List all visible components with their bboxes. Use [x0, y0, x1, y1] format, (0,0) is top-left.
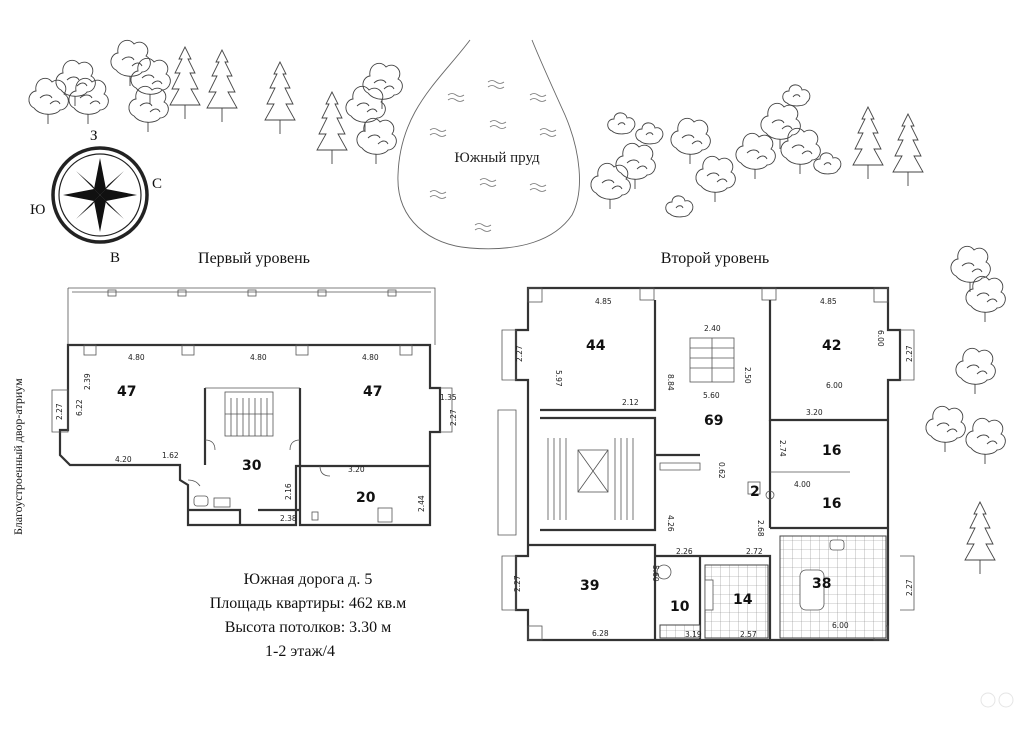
elevator-core [547, 438, 634, 520]
dimension-label: 2.57 [740, 630, 757, 639]
staircase [224, 391, 274, 437]
pond-label: Южный пруд [454, 150, 540, 166]
dimension-label: 2.26 [676, 547, 693, 556]
level2-plan: 44 42 69 16 16 2 39 10 14 38 4.85 4.85 2… [497, 286, 915, 642]
dimension-label: 3.19 [685, 630, 702, 639]
water-ripples [429, 80, 557, 232]
dimension-label: 4.26 [666, 515, 675, 532]
dimension-label: 4.20 [115, 455, 132, 464]
room-area: 30 [242, 458, 262, 474]
dimension-label: 1.35 [440, 393, 457, 402]
compass-north-label: З [90, 128, 98, 144]
dimension-label: 6.28 [592, 629, 609, 638]
dimension-label: 6.22 [75, 399, 84, 416]
bathroom [193, 495, 393, 523]
room-area: 47 [117, 384, 136, 400]
dimension-label: 5.60 [703, 391, 720, 400]
dimension-label: 2.38 [280, 514, 297, 523]
room-area: 2 [750, 484, 760, 500]
dimension-label: 5.97 [554, 370, 563, 387]
dimension-label: 2.68 [756, 520, 765, 537]
room-area: 69 [704, 413, 723, 429]
watermark-icon [980, 692, 1014, 708]
dimension-label: 2.16 [284, 483, 293, 500]
dimension-label: 6.00 [826, 381, 843, 390]
dimension-label: 2.40 [704, 324, 721, 333]
level1-title: Первый уровень [198, 250, 310, 267]
apartment-info: Южная дорога д. 5 Площадь квартиры: 462 … [210, 571, 407, 660]
room-area: 42 [822, 338, 841, 354]
room-area: 10 [670, 599, 690, 615]
dimension-label: 6.00 [832, 621, 849, 630]
room-area: 16 [822, 496, 841, 512]
dimension-label: 2.39 [83, 373, 92, 390]
dimension-label: 2.50 [743, 367, 752, 384]
courtyard-label: Благоустроенный двор-атриум [11, 378, 25, 535]
room-area: 14 [733, 592, 753, 608]
dimension-label: 2.27 [515, 345, 524, 362]
staircase [689, 337, 735, 383]
room-area: 44 [586, 338, 606, 354]
dimension-label: 4.80 [128, 353, 145, 362]
dimension-label: 3.20 [348, 465, 365, 474]
dimension-label: 2.27 [449, 409, 458, 426]
dimension-label: 5.60 [651, 565, 660, 582]
room-area: 47 [363, 384, 382, 400]
room-area: 16 [822, 443, 841, 459]
ceiling-height: Высота потолков: 3.30 м [225, 619, 392, 636]
pond: Южный пруд [397, 39, 580, 250]
dimension-label: 2.44 [417, 495, 426, 512]
address: Южная дорога д. 5 [244, 571, 373, 588]
room-area: 38 [812, 576, 831, 592]
dimension-label: 2.72 [746, 547, 763, 556]
dimension-label: 4.85 [820, 297, 837, 306]
room-area: 20 [356, 490, 376, 506]
dimension-label: 4.80 [362, 353, 379, 362]
trees [28, 39, 1006, 575]
compass-south-label: В [110, 250, 120, 266]
room-area: 39 [580, 578, 599, 594]
dimension-label: 2.27 [905, 579, 914, 596]
dimension-label: 2.27 [905, 345, 914, 362]
level1-plan: 47 47 30 20 4.80 4.80 4.80 2.39 6.22 2.2… [51, 287, 458, 527]
dimension-label: 2.12 [622, 398, 639, 407]
level2-title: Второй уровень [661, 250, 769, 267]
dimension-label: 4.85 [595, 297, 612, 306]
dimension-label: 6.00 [876, 330, 885, 347]
compass-rose-icon: З С В Ю [30, 128, 162, 266]
floor-info: 1-2 этаж/4 [265, 643, 335, 660]
dimension-label: 4.00 [794, 480, 811, 489]
compass-east-label: С [152, 176, 162, 192]
compass-west-label: Ю [30, 202, 45, 218]
dimension-label: 2.27 [513, 575, 522, 592]
bathroom-tiles [779, 535, 887, 639]
dimension-label: 0.62 [717, 462, 726, 479]
dimension-label: 3.20 [806, 408, 823, 417]
total-area: Площадь квартиры: 462 кв.м [210, 595, 407, 612]
dimension-label: 2.74 [778, 440, 787, 457]
dimension-label: 4.80 [250, 353, 267, 362]
dimension-label: 8.84 [666, 374, 675, 391]
dimension-label: 2.27 [55, 403, 64, 420]
dimension-label: 1.62 [162, 451, 179, 460]
bathroom-tiles [659, 624, 701, 639]
bathroom-fixtures [656, 481, 845, 611]
